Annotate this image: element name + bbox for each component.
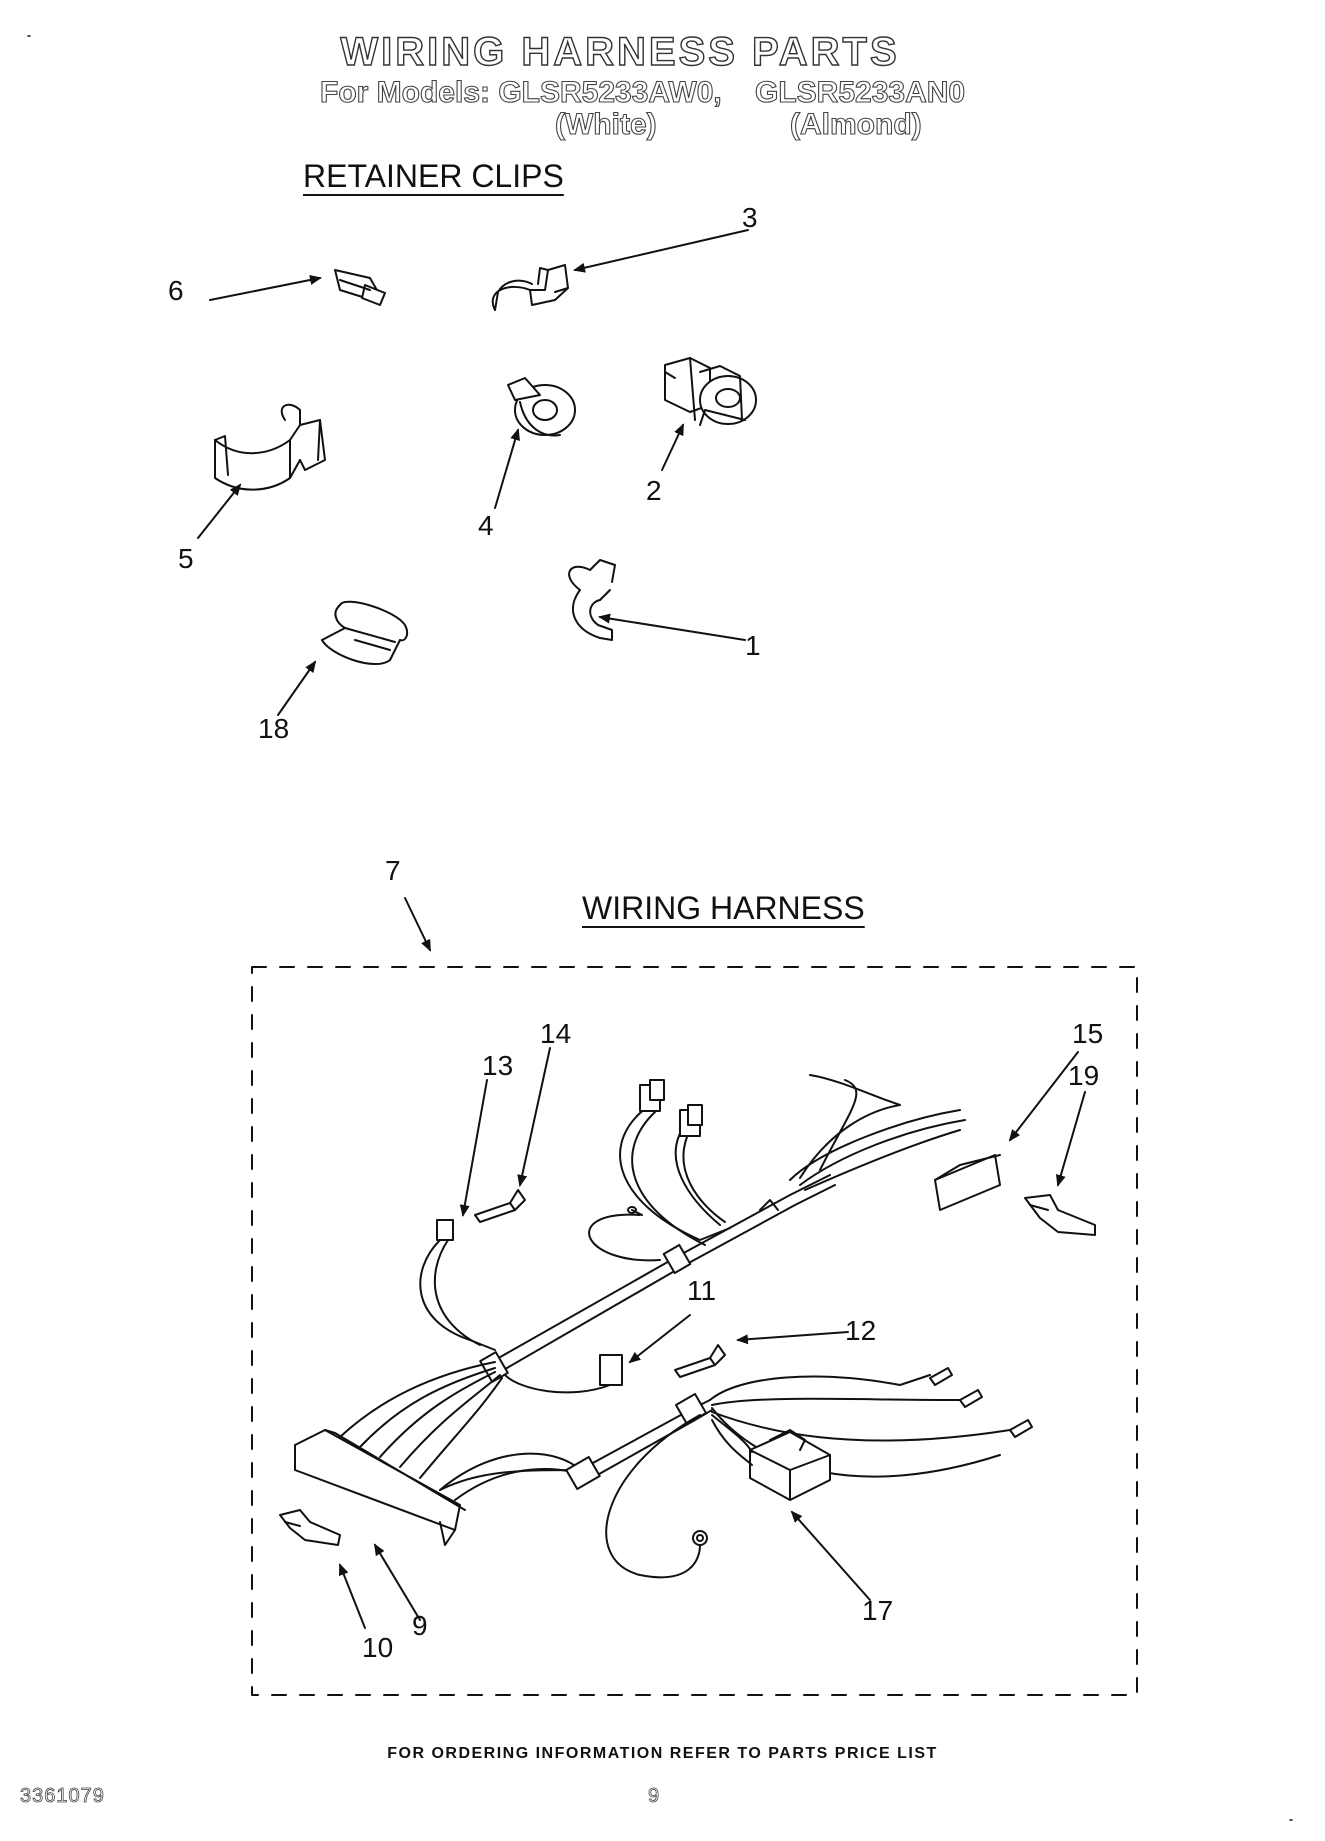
part-15-connector: [934, 1154, 1001, 1211]
part-1-c-clip: [568, 559, 616, 641]
leader-7: [404, 897, 431, 952]
harness-connector-top-right: [679, 1104, 703, 1137]
callout-14: 14: [540, 1018, 572, 1049]
part-11-connector: [504, 1354, 623, 1394]
harness-connector-top-left: [639, 1079, 665, 1112]
part-17-connector: [711, 1414, 831, 1501]
leader-5: [197, 483, 242, 539]
wiring-harness-heading: WIRING HARNESS: [582, 890, 865, 926]
leader-6: [209, 275, 322, 301]
harness-assembly-boundary: [251, 966, 1138, 1696]
leader-11: [628, 1314, 691, 1364]
part-14-terminal: [474, 1189, 526, 1223]
part-13-connector: [419, 1219, 496, 1351]
leader-2: [661, 423, 684, 471]
harness-terminals-right: [929, 1367, 1033, 1438]
part-9-connector-block: [294, 1429, 466, 1546]
leader-17: [790, 1510, 871, 1601]
part-10-terminal: [279, 1509, 341, 1546]
ordering-note: FOR ORDERING INFORMATION REFER TO PARTS …: [387, 1745, 938, 1762]
callout-2: 2: [646, 475, 662, 506]
leader-14: [517, 1047, 551, 1187]
leader-18: [277, 660, 317, 716]
leader-19: [1055, 1091, 1086, 1187]
callout-9: 9: [412, 1610, 428, 1641]
part-19-terminal: [1024, 1194, 1096, 1236]
document-number: 3361079: [20, 1785, 105, 1808]
part-18-tube-clip: [321, 600, 409, 665]
part-6-push-pin: [334, 269, 386, 306]
model-number-2: GLSR5233AN0: [754, 75, 966, 109]
leader-12: [736, 1331, 849, 1345]
part-12-terminal: [674, 1344, 726, 1378]
retainer-clips-heading: RETAINER CLIPS: [303, 158, 564, 194]
part-4-round-clip: [507, 377, 576, 437]
harness-trunk: [479, 1174, 836, 1383]
callout-17: 17: [862, 1595, 894, 1626]
callout-12: 12: [845, 1315, 877, 1346]
callout-7: 7: [385, 855, 401, 886]
callout-19: 19: [1068, 1060, 1100, 1091]
variant-almond: (Almond): [789, 107, 922, 141]
callout-4: 4: [478, 510, 494, 541]
callout-10: 10: [362, 1632, 394, 1663]
part-3-wire-clip: [491, 264, 569, 311]
leader-4: [494, 428, 520, 509]
callout-3: 3: [742, 202, 758, 233]
page-number: 9: [648, 1785, 660, 1808]
leader-1: [598, 613, 746, 641]
harness-trunk-lower: [565, 1374, 1011, 1579]
part-5-harness-clip: [214, 403, 326, 491]
callout-1: 1: [745, 630, 761, 661]
callout-6: 6: [168, 275, 184, 306]
ground-ring-terminal: [692, 1530, 708, 1546]
variant-white: (White): [554, 107, 657, 141]
harness-wires-top: [588, 1074, 966, 1262]
callout-5: 5: [178, 543, 194, 574]
models-line: For Models: GLSR5233AW0,: [319, 75, 722, 109]
leader-3: [573, 229, 749, 273]
page-title: WIRING HARNESS PARTS: [340, 29, 900, 74]
callout-15: 15: [1072, 1018, 1104, 1049]
leader-13: [459, 1079, 488, 1217]
callout-18: 18: [258, 713, 290, 744]
leader-15: [1008, 1051, 1079, 1142]
leader-9: [373, 1543, 421, 1621]
part-2-snap-clip: [664, 357, 757, 426]
callout-13: 13: [482, 1050, 514, 1081]
corner-marks: [27, 35, 1293, 1821]
leader-10: [339, 1563, 366, 1629]
callout-11: 11: [687, 1275, 717, 1306]
